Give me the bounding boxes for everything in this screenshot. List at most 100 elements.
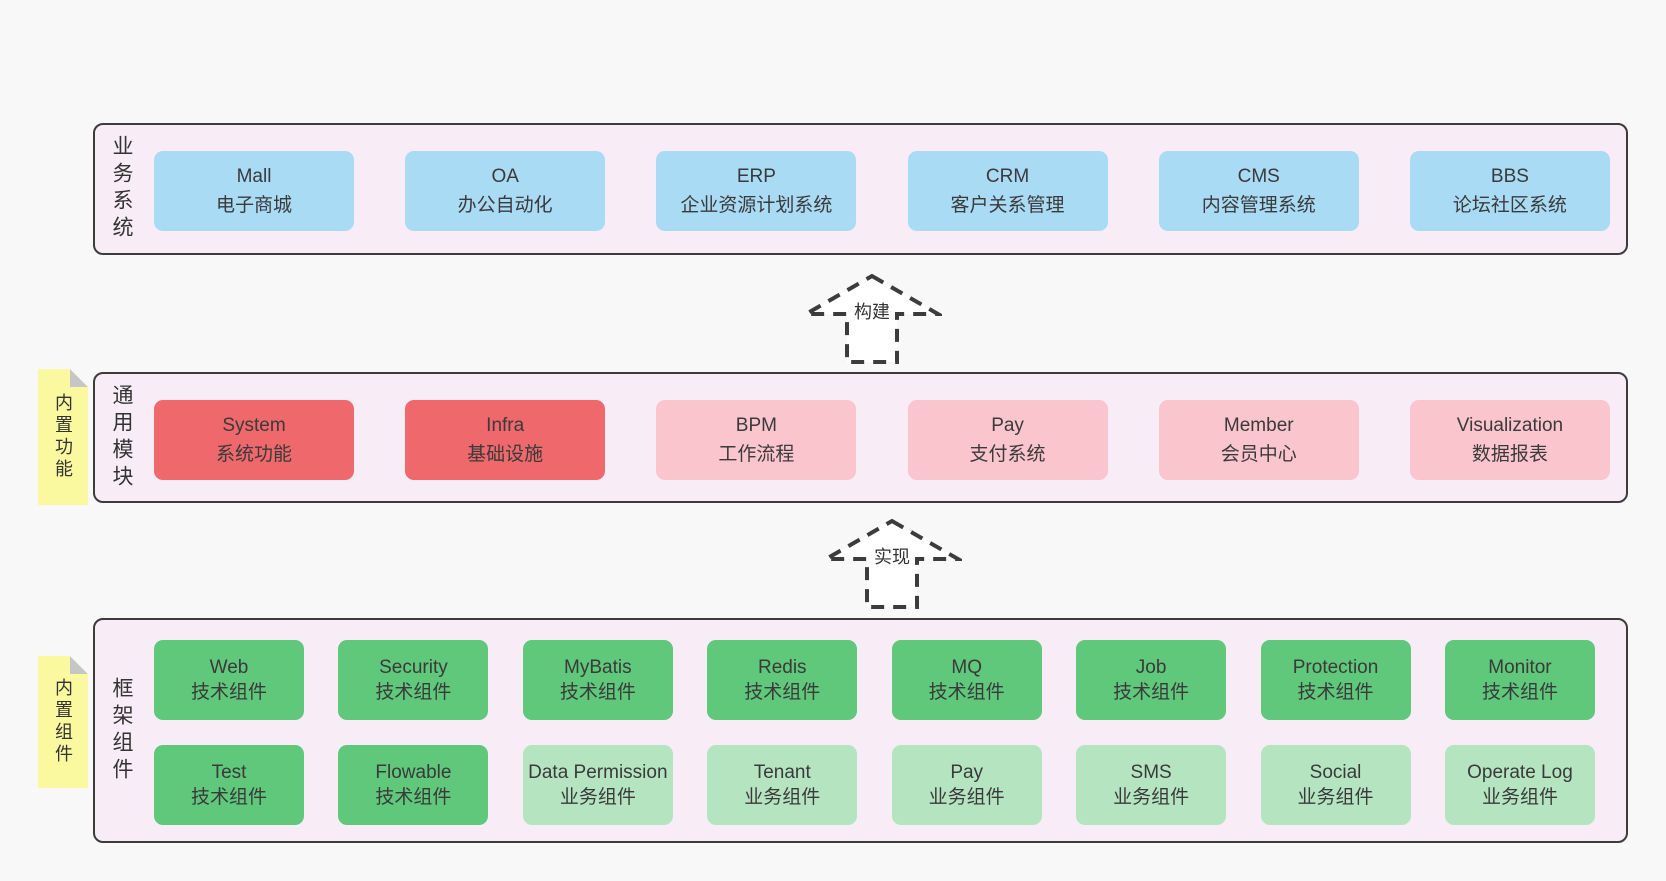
box-subtitle: 支付系统 — [969, 444, 1046, 465]
box-title: MQ — [951, 657, 982, 678]
box-title: Pay — [991, 415, 1024, 436]
box-pay-component: Pay 业务组件 — [891, 745, 1042, 825]
box-title: CRM — [985, 166, 1030, 187]
sticky-fold-corner-icon — [70, 369, 88, 387]
box-visualization: Visualization 数据报表 — [1409, 400, 1610, 480]
arrow-implement-icon: 实现 — [822, 517, 962, 611]
box-mall: Mall 电子商城 — [154, 151, 354, 231]
box-social: Social 业务组件 — [1260, 745, 1411, 825]
box-test: Test 技术组件 — [154, 745, 304, 825]
box-subtitle: 技术组件 — [928, 682, 1005, 703]
box-title: Protection — [1292, 657, 1379, 678]
box-mq: MQ 技术组件 — [891, 640, 1042, 720]
common-modules-row: System 系统功能 Infra 基础设施 BPM 工作流程 Pay 支付系统… — [154, 400, 1610, 480]
box-bbs: BBS 论坛社区系统 — [1409, 151, 1610, 231]
box-erp: ERP 企业资源计划系统 — [656, 151, 857, 231]
box-title: Mall — [236, 166, 272, 187]
box-title: BPM — [735, 415, 777, 436]
business-systems-row: Mall 电子商城 OA 办公自动化 ERP 企业资源计划系统 CRM 客户关系… — [154, 151, 1610, 231]
box-title: Operate Log — [1467, 762, 1573, 783]
box-subtitle: 工作流程 — [718, 444, 795, 465]
box-web: Web 技术组件 — [154, 640, 304, 720]
box-subtitle: 会员中心 — [1220, 444, 1297, 465]
box-mybatis: MyBatis 技术组件 — [522, 640, 673, 720]
box-infra: Infra 基础设施 — [405, 400, 606, 480]
box-title: ERP — [736, 166, 776, 187]
box-title: MyBatis — [564, 657, 632, 678]
box-title: Monitor — [1488, 657, 1552, 678]
box-title: Infra — [486, 415, 525, 436]
box-system: System 系统功能 — [154, 400, 354, 480]
box-subtitle: 业务组件 — [559, 787, 636, 808]
sticky-note-text: 内置组件 — [53, 678, 73, 766]
box-sms: SMS 业务组件 — [1076, 745, 1227, 825]
box-subtitle: 业务组件 — [744, 787, 821, 808]
box-subtitle: 企业资源计划系统 — [680, 195, 833, 216]
box-crm: CRM 客户关系管理 — [907, 151, 1108, 231]
box-title: CMS — [1237, 166, 1280, 187]
box-title: Social — [1309, 762, 1362, 783]
box-subtitle: 内容管理系统 — [1201, 195, 1316, 216]
box-title: Job — [1135, 657, 1167, 678]
sticky-note-text: 内置功能 — [53, 393, 73, 481]
box-title: Visualization — [1456, 415, 1564, 436]
box-subtitle: 技术组件 — [1113, 682, 1190, 703]
business-systems-container: 业务系统 Mall 电子商城 OA 办公自动化 ERP 企业资源计划系统 CRM… — [93, 123, 1628, 255]
box-subtitle: 数据报表 — [1471, 444, 1548, 465]
box-subtitle: 技术组件 — [190, 787, 267, 808]
box-title: OA — [491, 166, 519, 187]
box-title: SMS — [1130, 762, 1172, 783]
box-title: System — [222, 415, 286, 436]
sticky-note-builtin-features: 内置功能 — [38, 369, 88, 505]
box-subtitle: 技术组件 — [1481, 682, 1558, 703]
common-modules-label: 通用模块 — [110, 383, 133, 492]
box-subtitle: 系统功能 — [215, 444, 292, 465]
box-subtitle: 技术组件 — [559, 682, 636, 703]
box-subtitle: 技术组件 — [744, 682, 821, 703]
box-title: Pay — [950, 762, 984, 783]
box-bpm: BPM 工作流程 — [656, 400, 857, 480]
box-title: Redis — [757, 657, 807, 678]
framework-components-label: 框架组件 — [110, 676, 133, 785]
box-job: Job 技术组件 — [1076, 640, 1227, 720]
box-tenant: Tenant 业务组件 — [707, 745, 858, 825]
box-title: Tenant — [753, 762, 811, 783]
box-data-permission: Data Permission 业务组件 — [522, 745, 673, 825]
box-title: Data Permission — [528, 762, 668, 783]
box-subtitle: 业务组件 — [1297, 787, 1374, 808]
box-subtitle: 基础设施 — [467, 444, 544, 465]
sticky-fold-corner-icon — [70, 656, 88, 674]
box-member: Member 会员中心 — [1158, 400, 1359, 480]
box-operate-log: Operate Log 业务组件 — [1444, 745, 1595, 825]
box-subtitle: 业务组件 — [1481, 787, 1558, 808]
box-subtitle: 论坛社区系统 — [1452, 195, 1567, 216]
box-security: Security 技术组件 — [338, 640, 489, 720]
arrow-build-label: 构建 — [851, 298, 893, 324]
box-title: Security — [379, 657, 448, 678]
box-pay-system: Pay 支付系统 — [907, 400, 1108, 480]
box-subtitle: 业务组件 — [928, 787, 1005, 808]
arrow-build-icon: 构建 — [802, 272, 942, 366]
box-title: BBS — [1490, 166, 1529, 187]
box-flowable: Flowable 技术组件 — [338, 745, 489, 825]
sticky-note-builtin-components: 内置组件 — [38, 656, 88, 788]
box-redis: Redis 技术组件 — [707, 640, 858, 720]
box-subtitle: 电子商城 — [215, 195, 292, 216]
box-subtitle: 办公自动化 — [457, 195, 553, 216]
box-subtitle: 技术组件 — [190, 682, 267, 703]
box-title: Flowable — [375, 762, 452, 783]
framework-components-container: 框架组件 Web 技术组件 Security 技术组件 MyBatis 技术组件… — [93, 618, 1628, 843]
box-oa: OA 办公自动化 — [405, 151, 606, 231]
box-subtitle: 客户关系管理 — [950, 195, 1065, 216]
box-cms: CMS 内容管理系统 — [1158, 151, 1359, 231]
box-subtitle: 技术组件 — [375, 787, 452, 808]
framework-row-1: Web 技术组件 Security 技术组件 MyBatis 技术组件 Redi… — [154, 640, 1595, 720]
box-title: Test — [211, 762, 247, 783]
box-title: Web — [209, 657, 249, 678]
box-subtitle: 技术组件 — [375, 682, 452, 703]
framework-row-2: Test 技术组件 Flowable 技术组件 Data Permission … — [154, 745, 1595, 825]
business-systems-label: 业务系统 — [110, 135, 133, 243]
common-modules-container: 通用模块 System 系统功能 Infra 基础设施 BPM 工作流程 Pay… — [93, 372, 1628, 503]
box-monitor: Monitor 技术组件 — [1444, 640, 1595, 720]
